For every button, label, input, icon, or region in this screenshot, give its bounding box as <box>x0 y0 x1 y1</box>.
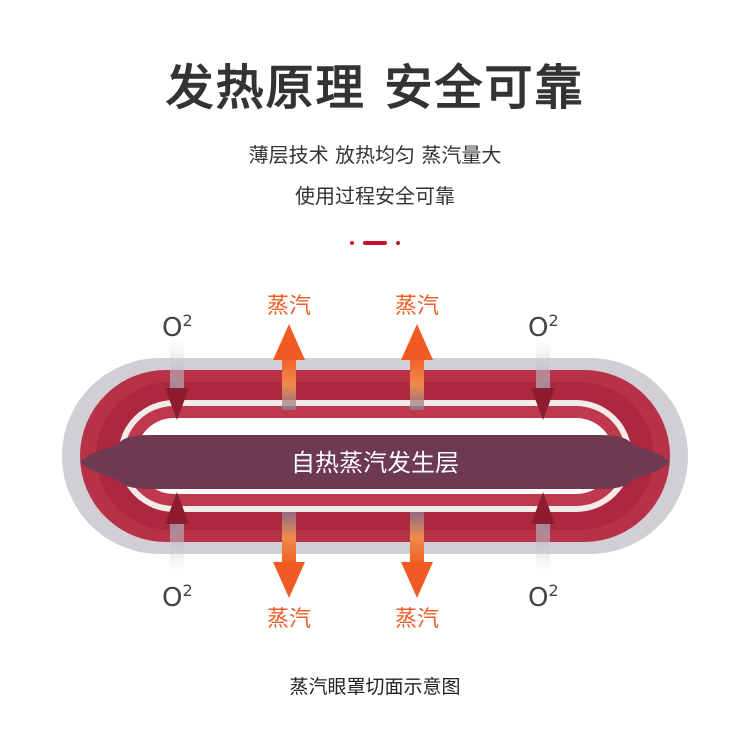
steam-arrow-top-left <box>273 324 305 410</box>
diagram-caption: 蒸汽眼罩切面示意图 <box>289 676 461 698</box>
oxygen-label-top-left: O2 <box>162 311 193 343</box>
oxygen-arrow-bottom-right <box>531 492 555 580</box>
title-divider <box>350 240 400 246</box>
steam-label-bottom-left: 蒸汽 <box>267 607 311 632</box>
divider-dot-right <box>396 241 400 245</box>
page-title: 发热原理 安全可靠 <box>165 60 585 116</box>
divider-dash <box>363 241 387 245</box>
steam-arrow-bottom-left <box>273 512 305 598</box>
steam-label-top-right: 蒸汽 <box>395 294 439 319</box>
oxygen-arrow-top-left <box>165 332 189 420</box>
oxygen-arrow-bottom-left <box>165 492 189 580</box>
divider-dot-left <box>350 241 354 245</box>
feature-subtitle: 薄层技术 放热均匀 蒸汽量大 <box>248 143 502 167</box>
cross-section-diagram: 自热蒸汽发生层 蒸汽 蒸汽 蒸汽 蒸汽 O2 <box>62 294 688 632</box>
core-layer-label: 自热蒸汽发生层 <box>291 449 459 477</box>
steam-arrow-top-right <box>401 324 433 410</box>
oxygen-label-bottom-left: O2 <box>162 581 193 613</box>
safety-subtitle: 使用过程安全可靠 <box>295 184 455 208</box>
core-heating-layer <box>80 435 670 489</box>
oxygen-arrow-top-right <box>531 332 555 420</box>
steam-arrow-bottom-right <box>401 512 433 598</box>
oxygen-label-bottom-right: O2 <box>528 581 559 613</box>
steam-label-top-left: 蒸汽 <box>267 294 311 319</box>
steam-label-bottom-right: 蒸汽 <box>395 607 439 632</box>
oxygen-label-top-right: O2 <box>528 311 559 343</box>
